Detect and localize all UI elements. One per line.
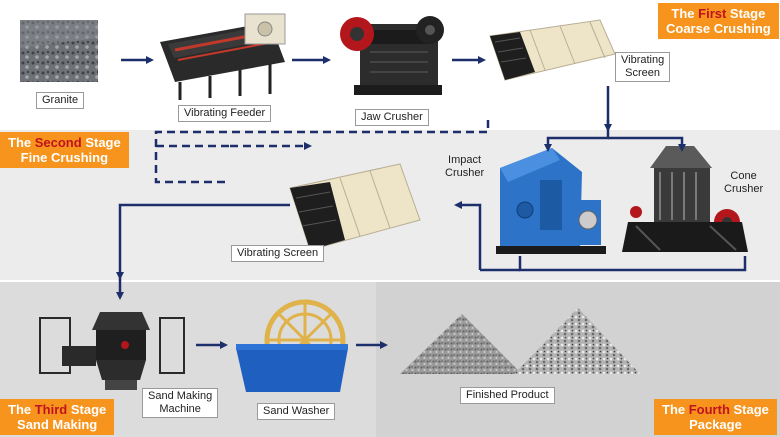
stage-third-tag: The Third Stage Sand Making <box>0 399 115 435</box>
stage-second-tag: The Second Stage Fine Crushing <box>0 132 129 168</box>
sand-washer-label: Sand Washer <box>257 403 336 420</box>
finished-product-image <box>400 308 640 374</box>
impact-crusher-image <box>496 148 606 254</box>
stage-fourth-tag: The Fourth Stage Package <box>654 399 777 435</box>
jaw-crusher-label: Jaw Crusher <box>355 109 429 126</box>
granite-label: Granite <box>36 92 85 109</box>
vibrating-screen-image-1 <box>489 19 616 81</box>
stage-first-tag: The First Stage Coarse Crushing <box>658 3 779 39</box>
sand-making-machine-label: Sand Making Machine <box>142 388 219 418</box>
impact-crusher-label: Impact Crusher <box>445 154 485 179</box>
vibrating-feeder-image <box>160 13 286 100</box>
cone-crusher-image <box>622 146 748 252</box>
vibrating-feeder-label: Vibrating Feeder <box>178 105 272 122</box>
finished-product-label: Finished Product <box>460 387 555 404</box>
vibrating-screen-2-label: Vibrating Screen <box>231 245 325 262</box>
flow-arrows <box>116 56 747 349</box>
jaw-crusher-image <box>340 16 444 95</box>
granite-image <box>20 20 98 82</box>
cone-crusher-label: Cone Crusher <box>724 170 764 195</box>
sand-washer-image <box>236 299 348 392</box>
vibrating-screen-1-label: Vibrating Screen <box>615 52 671 82</box>
vibrating-screen-image-2 <box>289 163 421 251</box>
sand-making-machine-image <box>39 312 185 390</box>
